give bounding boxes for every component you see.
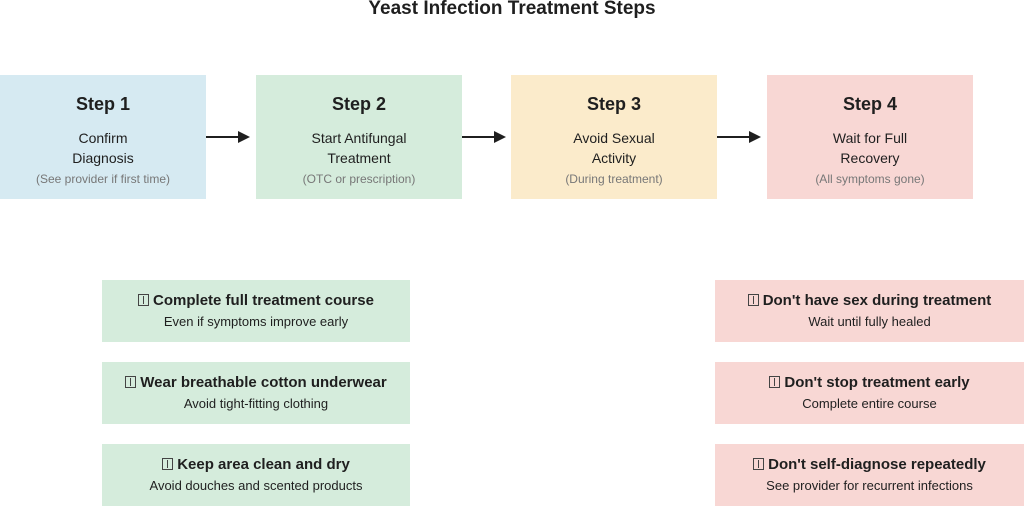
dont-card-1-title: Don't have sex during treatment: [762, 292, 992, 309]
do-card-1: Complete full treatment course Even if s…: [102, 280, 410, 342]
step-2-box: Step 2 Start Antifungal Treatment (OTC o…: [256, 75, 462, 199]
dont-card-3: Don't self-diagnose repeatedly See provi…: [715, 444, 1024, 506]
step-2-description: Start Antifungal Treatment: [311, 130, 407, 166]
step-3-box: Step 3 Avoid Sexual Activity (During tre…: [511, 75, 717, 199]
placeholder-glyph-icon: [125, 376, 137, 388]
step-4-note: (All symptoms gone): [815, 172, 925, 186]
step-1-description: Confirm Diagnosis: [72, 130, 134, 166]
dont-card-1-subtitle: Wait until fully healed: [808, 314, 931, 329]
do-card-3-subtitle: Avoid douches and scented products: [149, 478, 363, 493]
do-card-2-title: Wear breathable cotton underwear: [140, 374, 387, 391]
dont-card-1: Don't have sex during treatment Wait unt…: [715, 280, 1024, 342]
step-2-label: Step 2: [331, 94, 387, 114]
step-1-label: Step 1: [75, 94, 131, 114]
step-3-note: (During treatment): [565, 172, 663, 186]
step-3-description: Avoid Sexual Activity: [573, 130, 655, 166]
step-4-label: Step 4: [842, 94, 898, 114]
placeholder-glyph-icon: [162, 458, 174, 470]
placeholder-glyph-icon: [753, 458, 765, 470]
dont-card-2-title: Don't stop treatment early: [784, 374, 970, 391]
do-card-2: Wear breathable cotton underwear Avoid t…: [102, 362, 410, 424]
dont-card-2: Don't stop treatment early Complete enti…: [715, 362, 1024, 424]
dont-card-3-title: Don't self-diagnose repeatedly: [768, 456, 986, 473]
dont-card-3-subtitle: See provider for recurrent infections: [766, 478, 973, 493]
arrow-step-1-to-2: [206, 131, 250, 143]
do-card-2-subtitle: Avoid tight-fitting clothing: [183, 396, 329, 411]
step-2-note: (OTC or prescription): [302, 172, 416, 186]
diagram-title: Yeast Infection Treatment Steps: [368, 0, 656, 19]
placeholder-glyph-icon: [769, 376, 781, 388]
arrow-step-2-to-3: [462, 131, 506, 143]
do-card-1-subtitle: Even if symptoms improve early: [163, 314, 349, 329]
do-card-3-title: Keep area clean and dry: [177, 456, 350, 473]
do-card-1-title: Complete full treatment course: [153, 292, 374, 309]
step-4-description: Wait for Full Recovery: [832, 130, 908, 166]
step-1-note: (See provider if first time): [35, 172, 171, 186]
step-3-label: Step 3: [586, 94, 642, 114]
placeholder-glyph-icon: [747, 294, 759, 306]
step-1-box: Step 1 Confirm Diagnosis (See provider i…: [0, 75, 206, 199]
placeholder-glyph-icon: [138, 294, 150, 306]
arrow-step-3-to-4: [717, 131, 761, 143]
dont-card-2-subtitle: Complete entire course: [802, 396, 937, 411]
step-4-box: Step 4 Wait for Full Recovery (All sympt…: [767, 75, 973, 199]
do-card-3: Keep area clean and dry Avoid douches an…: [102, 444, 410, 506]
